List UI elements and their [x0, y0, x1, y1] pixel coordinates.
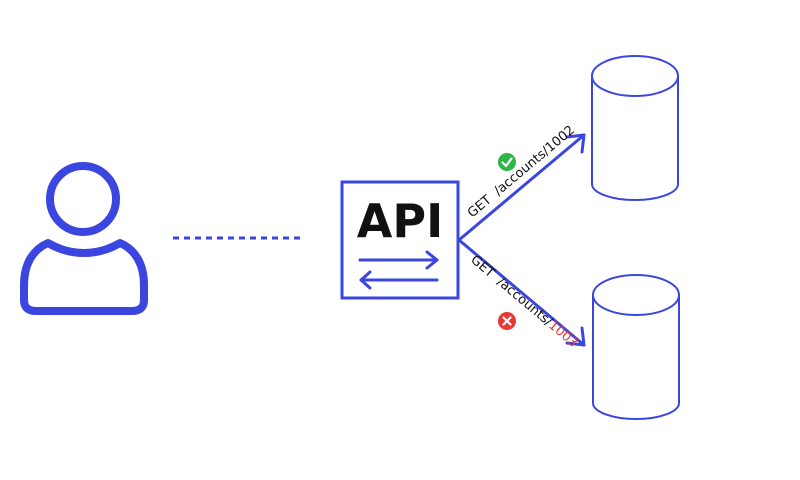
request-label-upper: GET /accounts/1002: [465, 123, 578, 221]
request-label-lower: GET /accounts/1003: [467, 253, 580, 351]
database-icon: [591, 55, 679, 201]
request-method: GET: [465, 193, 495, 221]
request-path: /accounts/: [491, 144, 553, 199]
exchange-arrows-icon: [358, 250, 439, 290]
request-id: 1003: [545, 318, 580, 351]
lower-request-arrow: [457, 238, 586, 347]
check-circle-icon: [498, 153, 516, 171]
x-circle-icon: [498, 312, 516, 330]
request-id: 1002: [543, 123, 578, 156]
request-method: GET: [467, 253, 497, 281]
api-box: API: [340, 180, 460, 300]
user-icon: [20, 162, 148, 315]
api-label: API: [357, 194, 443, 248]
upper-request-arrow: [457, 133, 586, 242]
database-icon: [592, 274, 680, 420]
